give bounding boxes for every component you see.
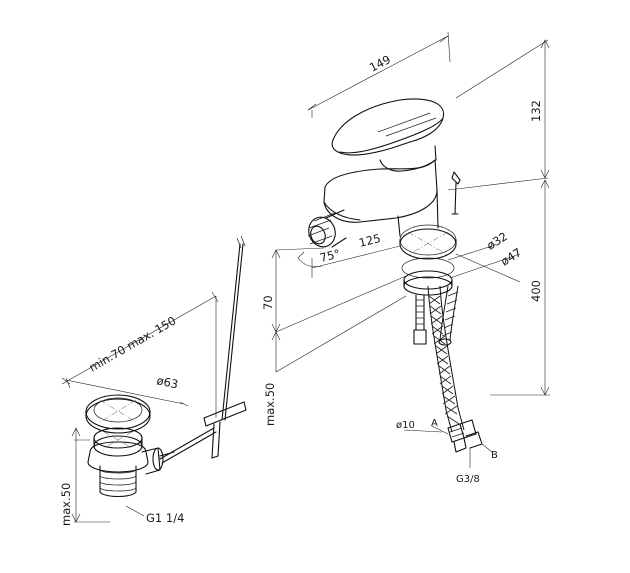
popup-waste — [85, 235, 247, 498]
hose-diameter-label: ø10 — [396, 420, 415, 431]
counter-thickness-label: max.50 — [263, 383, 277, 426]
base-diameter-label: ø47 — [498, 245, 524, 268]
hose-b-label: B — [491, 450, 498, 461]
hose-a-label: A — [431, 418, 438, 429]
faucet-labels: 149 132 400 125 75° ø32 ø47 70 max.50 A … — [261, 52, 543, 485]
thread-label: G3/8 — [456, 474, 480, 485]
length-range-label: min.70 max. 150 — [87, 313, 179, 374]
waste-thread-label: G1 1/4 — [146, 511, 184, 525]
faucet-dimensions — [271, 31, 550, 468]
angle-label: 75° — [318, 246, 341, 265]
height-label: 132 — [529, 100, 543, 122]
waste-thickness-label: max.50 — [59, 483, 73, 526]
bidet-faucet — [307, 98, 483, 453]
total-height-label: 400 — [529, 280, 543, 302]
deck-offset-label: 70 — [261, 295, 275, 310]
waste-diameter-label: ø63 — [155, 373, 179, 391]
waste-dimensions — [61, 291, 219, 523]
width-label: 149 — [367, 52, 393, 74]
spout-reach-label: 125 — [357, 231, 382, 250]
deck-hole-label: ø32 — [484, 229, 510, 252]
waste-labels: min.70 max. 150 ø63 max.50 G1 1/4 — [59, 313, 184, 526]
